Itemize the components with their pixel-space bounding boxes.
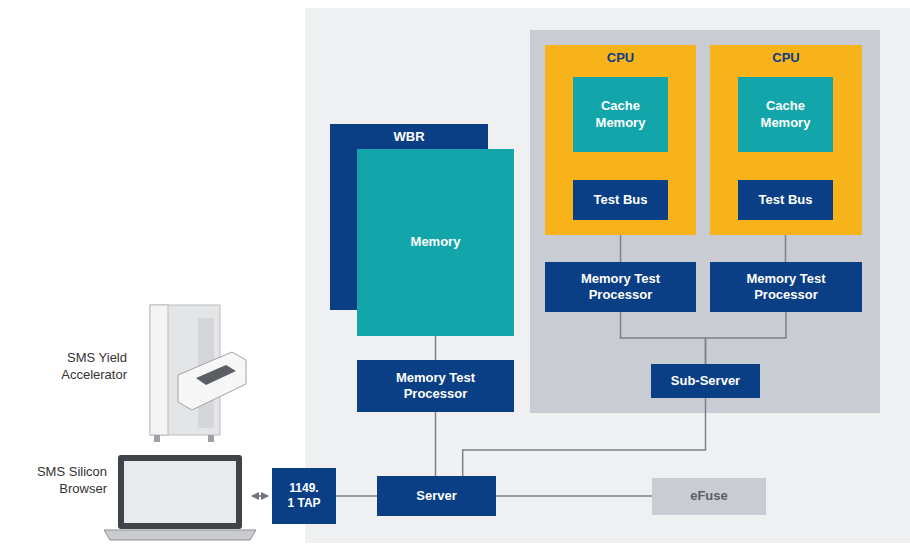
chip-panel (305, 8, 910, 543)
memory-test-processor-box: Memory Test Processor (710, 262, 862, 312)
connector-line (621, 312, 706, 364)
node-label: CPU (772, 50, 799, 66)
laptop-illustration (104, 455, 256, 540)
cache-memory-box: Cache Memory (573, 77, 668, 152)
node-label: CPU (607, 50, 634, 66)
connector-line (435, 412, 437, 476)
test-bus-box: Test Bus (573, 180, 668, 220)
node-label: eFuse (690, 488, 728, 504)
node-label: Cache Memory (744, 98, 827, 131)
node-label: Memory (411, 234, 461, 250)
node-label: Test Bus (594, 192, 648, 208)
yield-accelerator-illustration (150, 305, 246, 442)
cpu-cluster-panel (530, 30, 880, 413)
node-label: Sub-Server (671, 373, 740, 389)
device-label: SMS Silicon Browser (8, 464, 107, 498)
node-label: Memory Test Processor (551, 271, 690, 304)
memory-test-processor-box: Memory Test Processor (545, 262, 696, 312)
cache-memory-box: Cache Memory (738, 77, 833, 152)
cpu-box: CPU Cache MemoryTest Bus (710, 45, 862, 235)
test-bus-box: Test Bus (738, 180, 833, 220)
memory-block: Memory (357, 149, 514, 336)
memory-test-processor-box: Memory Test Processor (357, 360, 514, 412)
tap-link-arrow (252, 495, 268, 497)
node-label: Memory Test Processor (716, 271, 856, 304)
node-label: Test Bus (759, 192, 813, 208)
node-label: Cache Memory (579, 98, 662, 131)
tap-box: 1149. 1 TAP (272, 468, 336, 524)
node-label: Memory Test Processor (363, 370, 508, 403)
sub-server-box: Sub-Server (651, 364, 760, 398)
cpu-box: CPU Cache MemoryTest Bus (545, 45, 696, 235)
connector-line (336, 495, 377, 497)
server-box: Server (377, 476, 496, 516)
connector-line (496, 495, 652, 497)
node-label: 1149. 1 TAP (286, 481, 323, 511)
efuse-box: eFuse (652, 478, 766, 515)
connector-line (435, 336, 437, 360)
node-label: Server (416, 488, 456, 504)
connector-line (706, 312, 787, 364)
device-label: SMS Yield Accelerator (27, 350, 127, 384)
node-label: WBR (393, 129, 424, 145)
